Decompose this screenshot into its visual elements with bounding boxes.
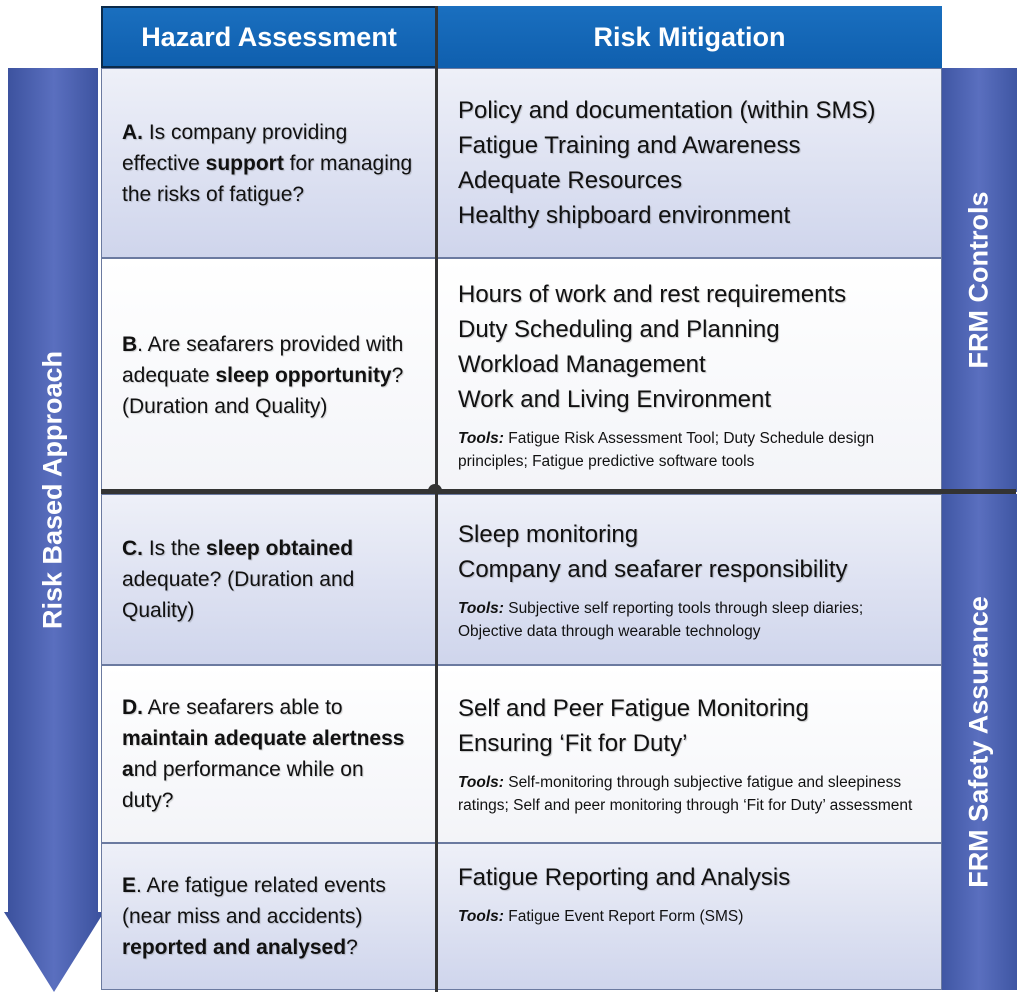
question-e-text: . Are fatigue related events (near miss … [122,874,386,928]
hazard-question-b: B. Are seafarers provided with adequate … [101,258,437,492]
tools-label: Tools: [458,774,504,791]
hazard-question-d: D. Are seafarers able to maintain adequa… [101,665,437,843]
tools-label: Tools: [458,908,504,925]
mitigation-item: Duty Scheduling and Planning [458,316,780,343]
mitigation-item: Adequate Resources [458,167,683,194]
tools-text: Subjective self reporting tools through … [458,599,864,640]
question-e-prefix: E [122,874,137,897]
question-c-text: Is the [143,537,207,560]
mitigation-item: Sleep monitoring [458,520,639,548]
hazard-question-e: E. Are fatigue related events (near miss… [101,843,437,990]
question-d-text: Are seafarers able to [143,696,343,719]
tools-label: Tools: [458,599,504,617]
question-e-text-end: ? [346,936,358,959]
question-a-prefix: A. [122,120,143,144]
mitigation-item: Healthy shipboard environment [458,202,791,229]
mitigation-b: Hours of work and rest requirements Duty… [437,258,942,492]
risk-based-approach-label: Risk Based Approach [37,350,68,630]
frm-safety-assurance-label: FRM Safety Assurance [963,596,994,888]
question-a-text: Is company providing effective [122,120,348,175]
question-c-emphasis: sleep obtained [206,537,354,560]
mitigation-d: Self and Peer Fatigue Monitoring Ensurin… [437,665,942,843]
mitigation-item: Workload Management [458,351,706,378]
question-c-text-end: adequate? (Duration and Quality) [122,568,355,622]
tools-label: Tools: [458,430,504,447]
mitigation-e: Fatigue Reporting and Analysis Tools: Fa… [437,843,942,990]
frm-controls-label: FRM Controls [963,191,994,369]
mitigation-item: Fatigue Training and Awareness [458,132,801,159]
mitigation-item: Company and seafarer responsibility [458,555,848,583]
question-b-text: . Are seafarers provided with adequate [122,332,404,387]
mitigation-a: Policy and documentation (within SMS) Fa… [437,68,942,258]
column-divider [435,6,438,992]
tools-note-b: Tools: Fatigue Risk Assessment Tool; Dut… [458,427,927,473]
hazard-assessment-header: Hazard Assessment [101,6,437,68]
mitigation-item: Self and Peer Fatigue Monitoring [458,695,809,722]
question-b-prefix: B [122,332,138,356]
hazard-question-a: A. Is company providing effective suppor… [101,68,437,258]
tools-text: Self-monitoring through subjective fatig… [458,774,913,814]
mitigation-item: Ensuring ‘Fit for Duty’ [458,730,688,757]
frm-controls-bar: FRM Controls [941,68,1017,492]
question-c-prefix: C. [122,537,143,560]
question-e-emphasis: reported and analysed [122,936,347,959]
mitigation-item: Work and Living Environment [458,386,772,413]
question-d-prefix: D. [122,696,143,719]
question-a-text-end: for managing the risks of fatigue? [122,151,413,206]
mitigation-item: Fatigue Reporting and Analysis [458,864,791,891]
question-d-emphasis: maintain adequate alertness a [122,727,405,781]
question-b-emphasis: sleep opportunity [215,363,392,387]
question-b-text-end: ? (Duration and Quality) [122,363,404,418]
tools-note-c: Tools: Subjective self reporting tools t… [458,597,927,643]
tools-text: Fatigue Event Report Form (SMS) [503,908,744,925]
question-a-emphasis: support [205,151,284,175]
hazard-question-c: C. Is the sleep obtained adequate? (Dura… [101,494,437,665]
mitigation-item: Hours of work and rest requirements [458,281,847,308]
risk-based-approach-label-box: Risk Based Approach [8,68,98,912]
tools-note-e: Tools: Fatigue Event Report Form (SMS) [458,905,927,928]
section-divider [101,489,1016,494]
tools-note-d: Tools: Self-monitoring through subjectiv… [458,771,927,817]
question-d-text-end: nd performance while on duty? [122,758,364,812]
frm-safety-assurance-bar: FRM Safety Assurance [941,494,1017,990]
tools-text: Fatigue Risk Assessment Tool; Duty Sched… [458,430,875,470]
mitigation-item: Policy and documentation (within SMS) [458,97,876,124]
risk-mitigation-header: Risk Mitigation [437,6,942,68]
mitigation-c: Sleep monitoring Company and seafarer re… [437,494,942,665]
risk-based-approach-arrow [4,68,104,992]
